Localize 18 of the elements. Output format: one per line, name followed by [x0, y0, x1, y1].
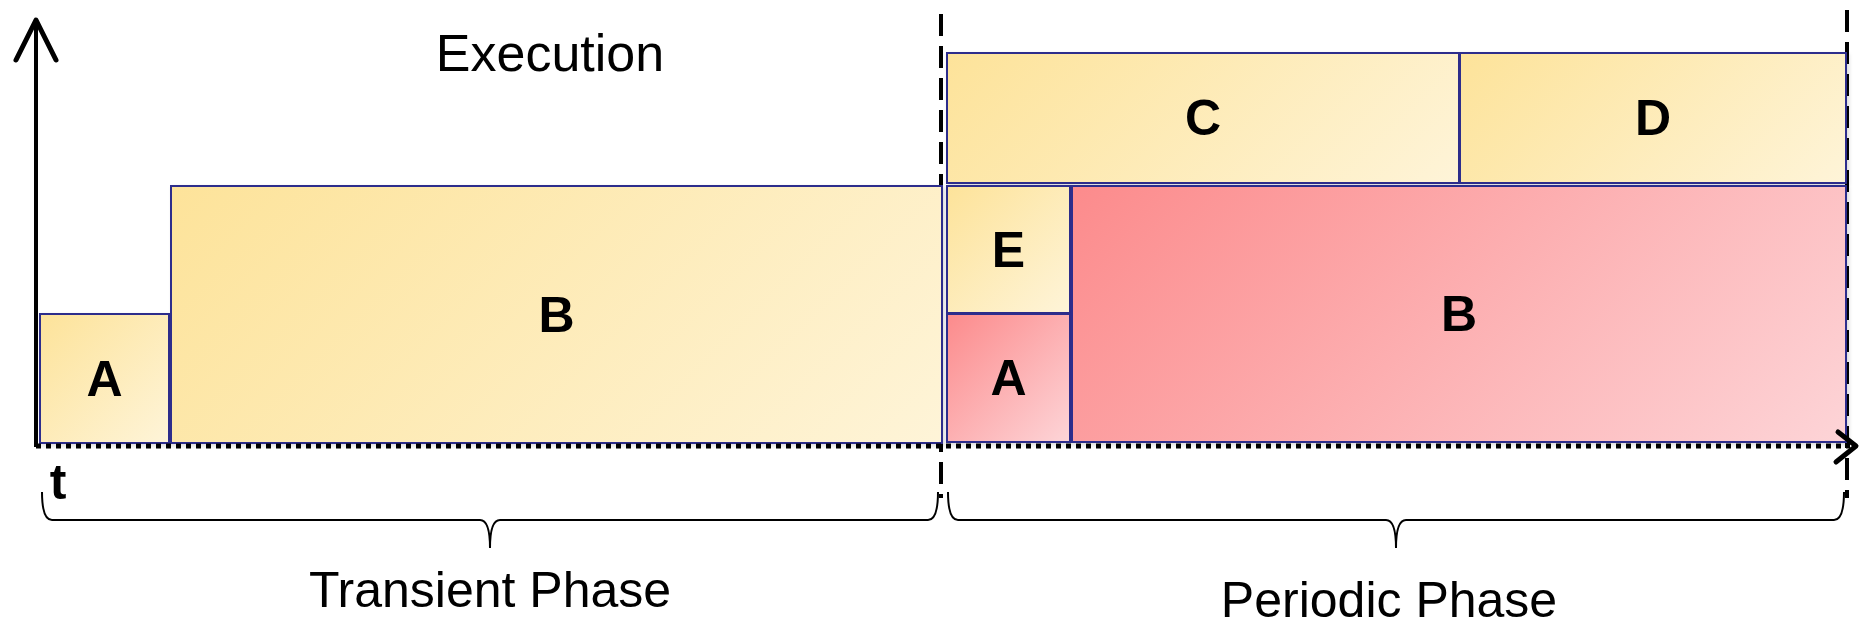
phase-label: Transient Phase [308, 561, 672, 619]
task-label: D [1634, 89, 1672, 147]
task-box [946, 52, 1460, 184]
task-label: C [1184, 89, 1222, 147]
task-box [39, 313, 170, 444]
task-label: A [990, 349, 1027, 407]
task-box [1459, 52, 1847, 184]
task-box [1071, 185, 1847, 443]
task-box [946, 313, 1071, 443]
task-label: E [991, 220, 1026, 279]
task-box [946, 185, 1071, 314]
task-label: B [538, 285, 575, 344]
task-box [170, 185, 943, 444]
task-label: B [1440, 285, 1478, 343]
phase-label: Periodic Phase [1220, 571, 1558, 629]
task-label: A [86, 349, 123, 408]
axis-label: t [49, 453, 67, 511]
axis-label: Execution [435, 23, 665, 83]
